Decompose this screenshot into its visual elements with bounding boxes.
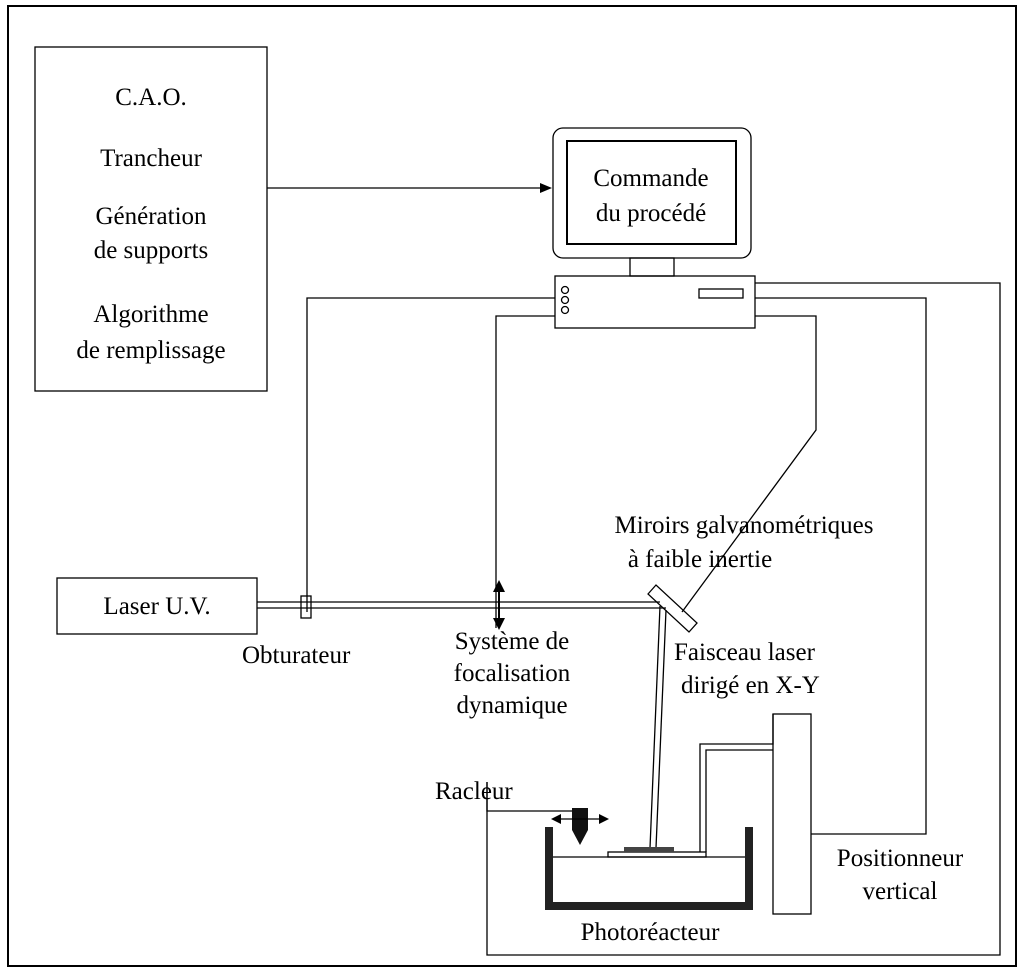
vat-bottom (545, 902, 753, 910)
build-platform (607, 851, 707, 858)
mirrors-line1-label: Miroirs galvanométriques (615, 512, 874, 539)
scraper-blade (551, 808, 609, 845)
laser-box (56, 577, 258, 635)
mirror-control-wire (681, 315, 817, 613)
computer-case (554, 275, 756, 329)
supports-label: de supports (94, 237, 209, 264)
vertical-positioner (772, 713, 812, 915)
mirrors-line2-label: à faible inertie (628, 546, 772, 573)
status-light-2 (560, 295, 570, 305)
beam-line2-label: dirigé en X-Y (681, 672, 820, 699)
laser-label: Laser U.V. (103, 593, 210, 620)
focus-line2-label: focalisation (454, 660, 571, 687)
beam-line1-label: Faisceau laser (674, 639, 816, 666)
galvo-mirror (647, 584, 698, 633)
cao-label: C.A.O. (115, 84, 187, 111)
shutter-element (300, 595, 312, 619)
disk-drive-slot (698, 288, 744, 299)
monitor-screen (566, 140, 737, 245)
photoreactor-label: Photoréacteur (581, 919, 721, 946)
elevator-arm-inner (705, 749, 773, 852)
trancheur-label: Trancheur (100, 145, 203, 172)
elevator-arm-outer (699, 714, 774, 852)
photoreactor-frame-wire (486, 282, 1001, 956)
remplissage-label: de remplissage (76, 337, 225, 364)
positioner-line2-label: vertical (863, 878, 938, 905)
shutter-control-wire (306, 297, 555, 612)
monitor-stand (629, 257, 675, 277)
resin-vat (545, 827, 753, 910)
software-box: C.A.O. Trancheur Génération de supports … (34, 46, 268, 392)
focus-control-wire (495, 315, 555, 628)
scraper-label: Racleur (435, 778, 513, 805)
focus-line3-label: dynamique (456, 692, 567, 719)
beam-down-left (649, 605, 661, 849)
status-light-3 (560, 305, 570, 315)
status-light-1 (560, 285, 570, 295)
vat-left-wall (545, 827, 553, 908)
positioner-line1-label: Positionneur (837, 845, 964, 872)
vat-right-wall (745, 827, 753, 908)
positioner-control-wire (755, 297, 927, 835)
focus-lens-arrow (493, 580, 505, 630)
algorithme-label: Algorithme (93, 301, 208, 328)
laser-source: Laser U.V. (56, 577, 258, 635)
shutter-label: Obturateur (242, 642, 351, 669)
outer-frame (7, 5, 1017, 967)
commande-label: Commande (593, 165, 708, 192)
focus-line1-label: Système de (455, 628, 570, 655)
monitor-outer (552, 127, 752, 259)
scraper-mount-line (486, 782, 572, 812)
beam-down-right (655, 609, 667, 849)
software-box-frame (34, 46, 268, 392)
software-to-computer-arrow (267, 183, 552, 193)
computer-monitor: Commande du procédé (552, 127, 752, 277)
built-part (624, 847, 674, 852)
generation-label: Génération (95, 203, 207, 230)
computer-unit (554, 275, 756, 329)
procede-label: du procédé (596, 200, 706, 227)
